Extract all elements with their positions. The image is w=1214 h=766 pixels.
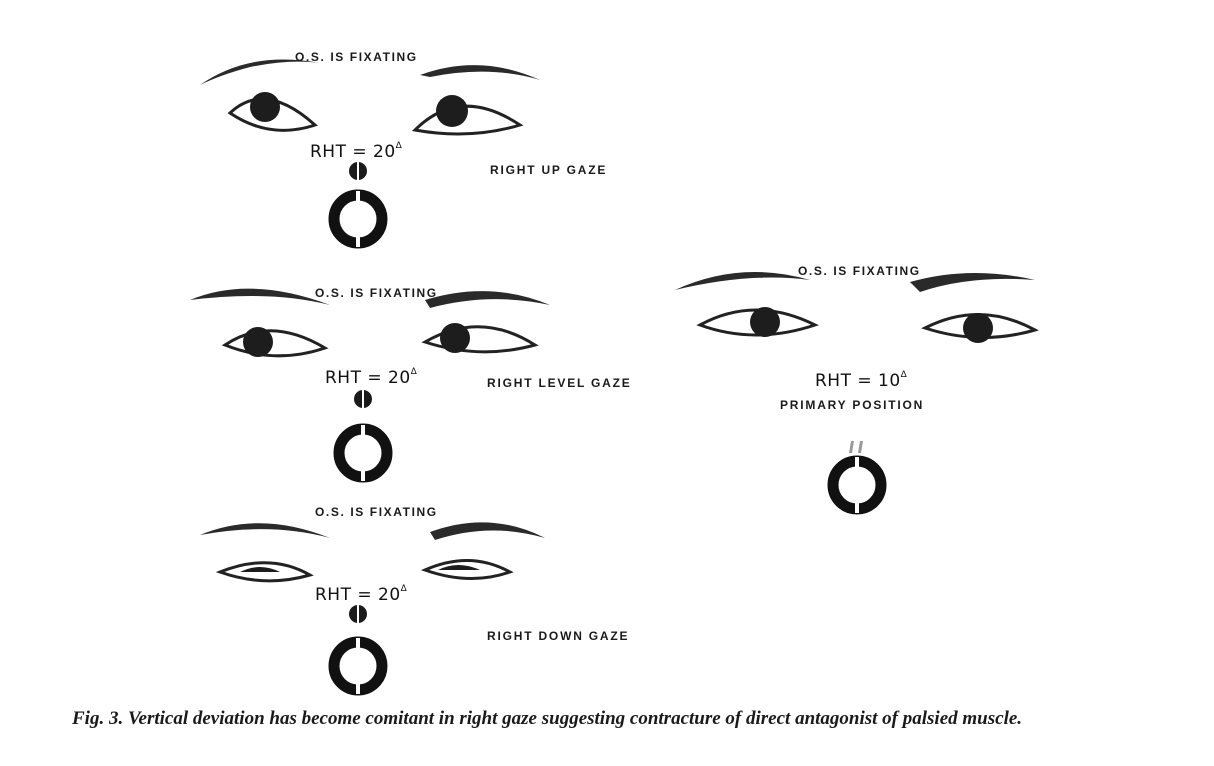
panel-primary-position: O.S. IS FIXATING RHT = 10Δ PRIMARY POSIT…	[670, 260, 1060, 520]
prism-diopter-symbol: Δ	[900, 370, 908, 380]
panel-right-down-gaze: O.S. IS FIXATING RHT = 20Δ RIGHT DOWN GA…	[190, 500, 660, 700]
deviation-ring	[827, 455, 887, 515]
rht-measurement: RHT = 20Δ	[315, 584, 408, 605]
fixation-dot	[349, 161, 367, 181]
prism-diopter-symbol: Δ	[395, 141, 403, 151]
fixating-label: O.S. IS FIXATING	[315, 286, 438, 300]
deviation-marker	[328, 604, 388, 696]
deviation-marker	[827, 441, 887, 515]
fixation-dot	[354, 389, 372, 409]
deviation-ring	[333, 423, 393, 483]
prism-diopter-symbol: Δ	[410, 367, 418, 377]
deviation-ring	[328, 189, 388, 249]
deviation-marker	[333, 389, 393, 483]
eyes-illustration	[200, 522, 545, 583]
gaze-label: RIGHT DOWN GAZE	[487, 629, 630, 643]
panel-right-level-gaze: O.S. IS FIXATING RHT = 20Δ RIGHT LEVEL G…	[180, 280, 650, 485]
eyes-illustration	[200, 59, 540, 136]
panel-right-up-gaze: O.S. IS FIXATING RHT = 20Δ RIGHT UP GAZE	[190, 45, 620, 260]
gaze-label: RIGHT UP GAZE	[490, 163, 608, 177]
fixating-label: O.S. IS FIXATING	[295, 50, 418, 64]
rht-measurement: RHT = 20Δ	[325, 367, 418, 388]
rht-measurement: RHT = 20Δ	[310, 141, 403, 162]
eyes-illustration	[675, 272, 1039, 343]
prism-diopter-symbol: Δ	[400, 584, 408, 594]
fixating-label: O.S. IS FIXATING	[315, 505, 438, 519]
figure-caption: Fig. 3. Vertical deviation has become co…	[72, 708, 1023, 729]
deviation-ring	[328, 636, 388, 696]
fixation-dot	[349, 604, 367, 624]
gaze-label: PRIMARY POSITION	[780, 398, 925, 412]
eyes-illustration	[190, 288, 550, 358]
deviation-marker	[328, 161, 388, 249]
rht-measurement: RHT = 10Δ	[815, 370, 908, 391]
gaze-label: RIGHT LEVEL GAZE	[487, 376, 632, 390]
fixating-label: O.S. IS FIXATING	[798, 264, 921, 278]
fixation-dot	[849, 441, 863, 453]
